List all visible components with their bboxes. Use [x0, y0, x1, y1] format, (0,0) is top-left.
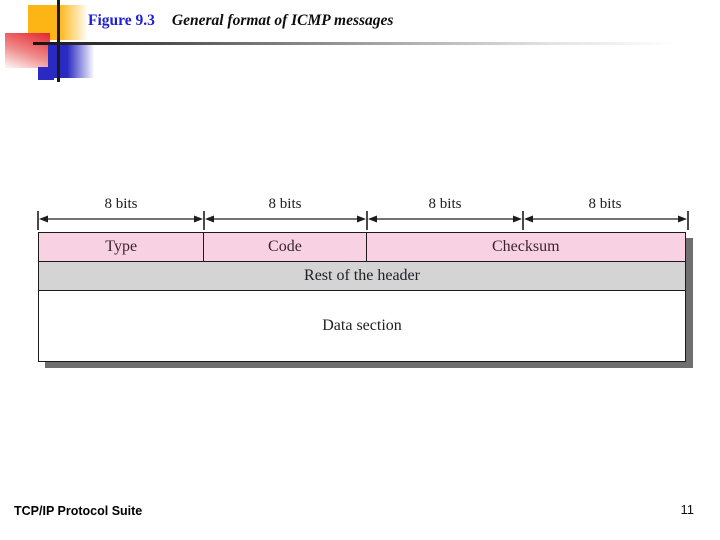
arrowhead-icon	[357, 215, 366, 223]
bit-width-arrows: 8 bits 8 bits 8 bits 8 bits	[37, 196, 689, 230]
logo-red-square	[5, 33, 50, 68]
field-rest-of-header: Rest of the header	[39, 262, 685, 291]
arrowhead-icon	[205, 215, 214, 223]
arrowhead-icon	[524, 215, 533, 223]
arrowhead-icon	[368, 215, 377, 223]
bit-width-label: 8 bits	[429, 196, 462, 212]
figure-number: Figure 9.3	[88, 12, 155, 29]
title-rule	[33, 42, 678, 45]
field-checksum: Checksum	[491, 238, 560, 255]
bit-width-label: 8 bits	[105, 196, 138, 212]
field-data-section: Data section	[39, 291, 685, 361]
header-fields-row: Type Code Checksum	[39, 233, 685, 262]
field-type: Type	[39, 233, 205, 261]
arrowhead-icon	[39, 215, 48, 223]
arrowhead-icon	[678, 215, 687, 223]
arrowhead-icon	[194, 215, 203, 223]
logo-blue-rect	[48, 45, 96, 78]
logo-blue-small-square	[38, 67, 54, 80]
footer-text: TCP/IP Protocol Suite	[14, 504, 143, 518]
slide-title: Figure 9.3 General format of ICMP message…	[88, 12, 393, 30]
logo-vertical-line	[57, 0, 60, 82]
bit-width-label: 8 bits	[589, 196, 622, 212]
page-number: 11	[680, 502, 695, 517]
arrowhead-icon	[513, 215, 522, 223]
figure-caption: General format of ICMP messages	[171, 12, 394, 29]
icmp-format-table: Type Code Checksum Rest of the header Da…	[38, 232, 686, 362]
field-code: Code	[204, 233, 367, 261]
bit-width-label: 8 bits	[269, 196, 302, 212]
